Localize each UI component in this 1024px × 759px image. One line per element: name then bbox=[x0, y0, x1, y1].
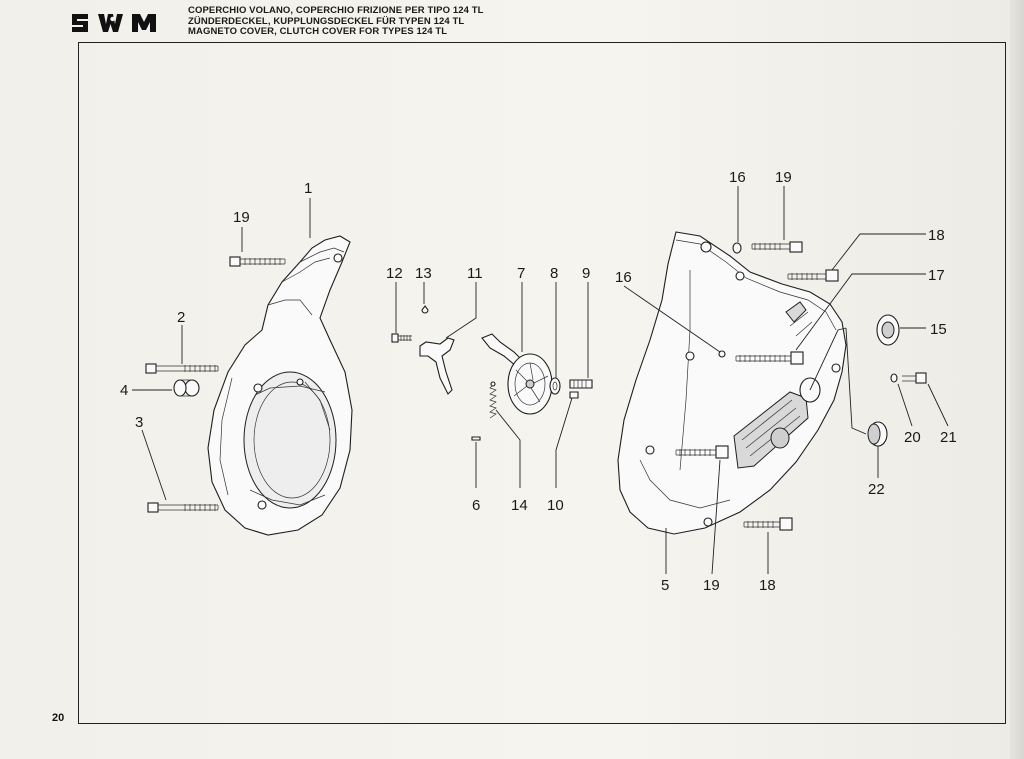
screw-18-top bbox=[787, 269, 839, 282]
seal-15 bbox=[876, 314, 900, 346]
leader-lines bbox=[132, 186, 949, 575]
callout-12: 12 bbox=[386, 265, 403, 282]
screw-12 bbox=[391, 333, 412, 343]
spring-14 bbox=[489, 381, 497, 419]
washer-13 bbox=[421, 305, 429, 314]
screw-19-top bbox=[751, 241, 803, 253]
diagram-frame bbox=[78, 42, 1006, 724]
callout-1: 1 bbox=[304, 180, 312, 197]
title-line-it: COPERCHIO VOLANO, COPERCHIO FRIZIONE PER… bbox=[188, 5, 484, 16]
page-number: 20 bbox=[52, 712, 65, 724]
callout-7: 7 bbox=[517, 265, 525, 282]
clutch-cover-part bbox=[617, 231, 847, 535]
callout-3: 3 bbox=[135, 414, 143, 431]
callout-18-bottom: 18 bbox=[759, 577, 776, 594]
washer-20 bbox=[890, 373, 898, 383]
callouts: 1 19 2 4 3 12 13 11 7 8 9 16 6 14 10 16 … bbox=[120, 169, 957, 594]
callout-16-mid: 16 bbox=[615, 269, 632, 286]
callout-4: 4 bbox=[120, 382, 128, 399]
magneto-cover-part bbox=[207, 235, 353, 536]
callout-19-top: 19 bbox=[775, 169, 792, 186]
callout-13: 13 bbox=[415, 265, 432, 282]
callout-22: 22 bbox=[868, 481, 885, 498]
bushing-4 bbox=[173, 379, 200, 397]
callout-21: 21 bbox=[940, 429, 957, 446]
callout-18-top: 18 bbox=[928, 227, 945, 244]
screw-21 bbox=[902, 372, 927, 384]
screw-19-bottom bbox=[675, 445, 729, 459]
callout-6: 6 bbox=[472, 497, 480, 514]
pin-6 bbox=[471, 436, 481, 441]
o-ring-16-mid bbox=[718, 350, 726, 358]
callout-17: 17 bbox=[928, 267, 945, 284]
callout-20: 20 bbox=[904, 429, 921, 446]
screw-19-left bbox=[229, 256, 286, 267]
callout-9: 9 bbox=[582, 265, 590, 282]
page-title: COPERCHIO VOLANO, COPERCHIO FRIZIONE PER… bbox=[188, 5, 484, 38]
callout-5: 5 bbox=[661, 577, 669, 594]
callout-19-left: 19 bbox=[233, 209, 250, 226]
adjuster-9 bbox=[569, 379, 593, 389]
clutch-lever-7 bbox=[481, 333, 553, 415]
page-edge-shadow bbox=[1010, 0, 1024, 759]
callout-2: 2 bbox=[177, 309, 185, 326]
callout-15: 15 bbox=[930, 321, 947, 338]
screw-3 bbox=[147, 502, 219, 513]
screw-17 bbox=[735, 351, 804, 365]
callout-8: 8 bbox=[550, 265, 558, 282]
lever-11 bbox=[419, 337, 455, 395]
washer-8 bbox=[549, 377, 561, 395]
nut-10 bbox=[569, 391, 579, 399]
screw-18-bottom bbox=[743, 517, 793, 531]
callout-19-bottom: 19 bbox=[703, 577, 720, 594]
swm-logo bbox=[72, 14, 156, 32]
callout-10: 10 bbox=[547, 497, 564, 514]
title-line-de: ZÜNDERDECKEL, KUPPLUNGSDECKEL FÜR TYPEN … bbox=[188, 15, 465, 27]
plug-22 bbox=[867, 421, 888, 447]
title-line-en: MAGNETO COVER, CLUTCH COVER FOR TYPES 12… bbox=[188, 26, 448, 37]
o-ring-16-top bbox=[732, 242, 742, 254]
callout-14: 14 bbox=[511, 497, 528, 514]
callout-16-top: 16 bbox=[729, 169, 746, 186]
callout-11: 11 bbox=[467, 265, 483, 282]
screw-2 bbox=[145, 363, 219, 374]
